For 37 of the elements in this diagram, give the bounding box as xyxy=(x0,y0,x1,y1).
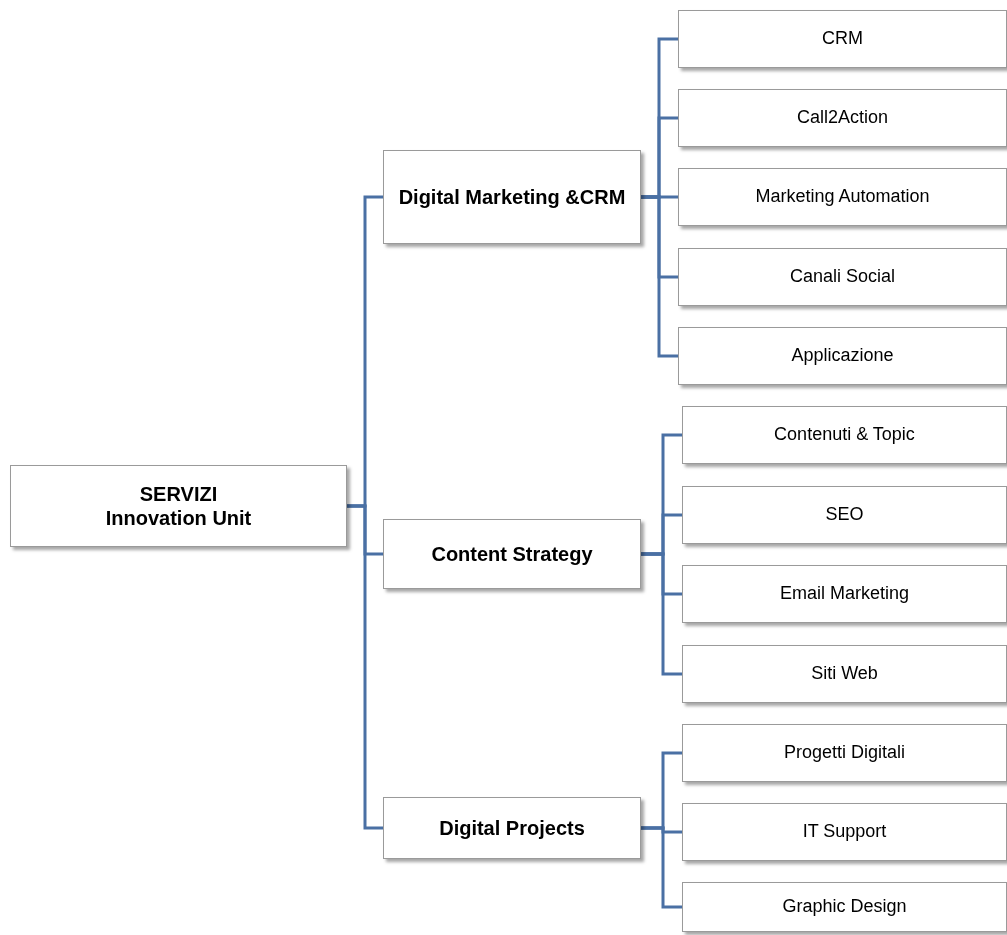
service-box xyxy=(682,803,1007,861)
service-box xyxy=(682,486,1007,544)
service-box xyxy=(682,565,1007,623)
category-box xyxy=(383,797,641,859)
service-box xyxy=(678,168,1007,226)
box-label: Graphic Design xyxy=(782,896,907,918)
service-box xyxy=(678,327,1007,385)
connector-line xyxy=(641,552,682,676)
service-box xyxy=(682,645,1007,703)
box-label: Digital Projects xyxy=(439,816,585,840)
box-label: Innovation Unit xyxy=(105,506,252,530)
box-label: CRM xyxy=(822,28,863,50)
box-label: SERVIZI xyxy=(139,482,218,506)
root-box xyxy=(10,465,347,547)
connector-line xyxy=(641,195,678,358)
service-box xyxy=(678,89,1007,147)
box-label: Call2Action xyxy=(796,107,888,129)
connector-line xyxy=(641,826,682,909)
box-label: Contenuti & Topic xyxy=(774,424,915,446)
box-label: IT Support xyxy=(802,821,887,843)
service-box xyxy=(682,882,1007,932)
box-label: Progetti Digitali xyxy=(783,742,906,764)
connector-line xyxy=(347,504,383,830)
box-label: SEO xyxy=(825,504,864,526)
box-label: Canali Social xyxy=(789,266,896,288)
service-box xyxy=(682,724,1007,782)
box-label: Applicazione xyxy=(791,345,894,367)
service-box xyxy=(682,406,1007,464)
category-box xyxy=(383,150,641,244)
box-label: Siti Web xyxy=(811,663,878,685)
service-box xyxy=(678,10,1007,68)
box-label: Marketing Automation xyxy=(755,186,930,208)
service-box xyxy=(678,248,1007,306)
box-label: Email Marketing xyxy=(779,583,909,605)
box-label: Content Strategy xyxy=(431,542,593,566)
category-box xyxy=(383,519,641,589)
box-label: Digital Marketing &CRM xyxy=(398,185,626,209)
